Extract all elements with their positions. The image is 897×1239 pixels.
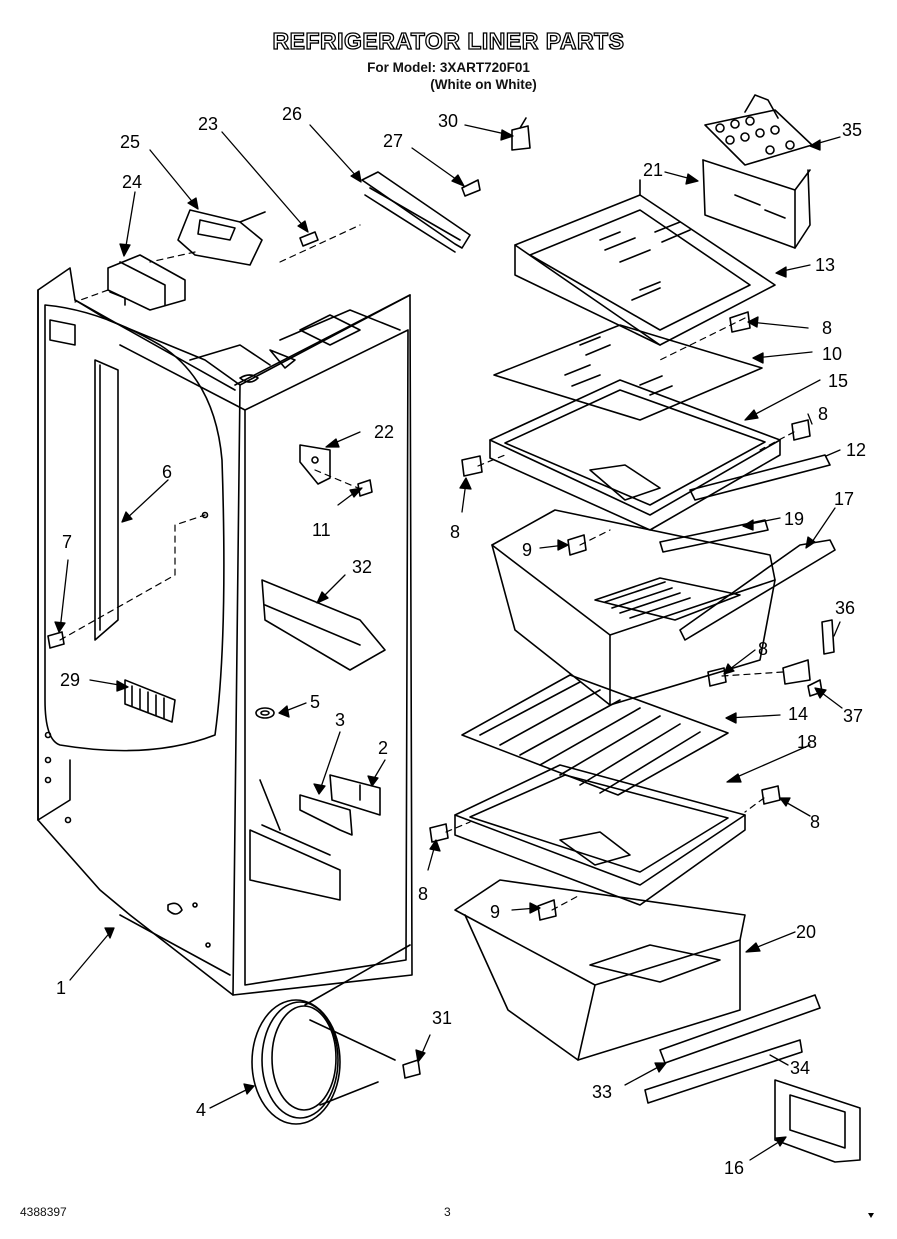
callout-15: 15 xyxy=(828,371,848,391)
callout-1: 1 xyxy=(56,978,66,998)
leader-lines xyxy=(54,124,843,1161)
cabinet-liner xyxy=(37,267,413,996)
callout-22: 22 xyxy=(374,422,394,442)
page-number: 3 xyxy=(444,1205,451,1219)
callout-29: 29 xyxy=(60,670,80,690)
callout-labels: 1 2 3 4 5 6 7 8 8 8 8 8 8 8 9 9 10 11 12… xyxy=(56,104,866,1178)
callout-9-b: 9 xyxy=(490,902,500,922)
page-title: REFRIGERATOR LINER PARTS xyxy=(272,27,625,54)
callout-2: 2 xyxy=(378,738,388,758)
callout-33: 33 xyxy=(592,1082,612,1102)
callout-27: 27 xyxy=(383,131,403,151)
callout-11: 11 xyxy=(312,520,331,540)
corner-mark xyxy=(868,1213,874,1218)
callout-8-d: 8 xyxy=(758,639,768,659)
callout-34: 34 xyxy=(790,1058,810,1078)
shelves-and-crispers xyxy=(429,94,861,1163)
callout-37: 37 xyxy=(843,706,863,726)
water-tubing xyxy=(251,944,421,1125)
callout-3: 3 xyxy=(335,710,345,730)
top-cabinet-parts xyxy=(107,117,531,311)
callout-25: 25 xyxy=(120,132,140,152)
callout-8-c: 8 xyxy=(450,522,460,542)
internal-cabinet-parts xyxy=(47,444,386,836)
callout-5: 5 xyxy=(310,692,320,712)
callout-23: 23 xyxy=(198,114,218,134)
callout-18: 18 xyxy=(797,732,817,752)
callout-26: 26 xyxy=(282,104,302,124)
callout-30: 30 xyxy=(438,111,458,131)
callout-31: 31 xyxy=(432,1008,452,1028)
callout-4: 4 xyxy=(196,1100,206,1120)
callout-19: 19 xyxy=(784,509,804,529)
callout-10: 10 xyxy=(822,344,842,364)
callout-8-f: 8 xyxy=(418,884,428,904)
callout-21: 21 xyxy=(643,160,663,180)
model-line: For Model: 3XART720F01 xyxy=(367,60,530,75)
callout-17: 17 xyxy=(834,489,854,509)
callout-35: 35 xyxy=(842,120,862,140)
callout-9-a: 9 xyxy=(522,540,532,560)
assembly-guide-lines xyxy=(59,224,795,911)
callout-13: 13 xyxy=(815,255,835,275)
callout-36: 36 xyxy=(835,598,855,618)
callout-8-e: 8 xyxy=(810,812,820,832)
callout-7: 7 xyxy=(62,532,72,552)
document-number: 4388397 xyxy=(20,1205,67,1219)
callout-20: 20 xyxy=(796,922,816,942)
callout-8-b: 8 xyxy=(818,404,828,424)
callout-16: 16 xyxy=(724,1158,744,1178)
callout-32: 32 xyxy=(352,557,372,577)
color-line: (White on White) xyxy=(430,77,537,92)
callout-12: 12 xyxy=(846,440,866,460)
callout-8-a: 8 xyxy=(822,318,832,338)
callout-14: 14 xyxy=(788,704,808,724)
callout-24: 24 xyxy=(122,172,142,192)
callout-6: 6 xyxy=(162,462,172,482)
